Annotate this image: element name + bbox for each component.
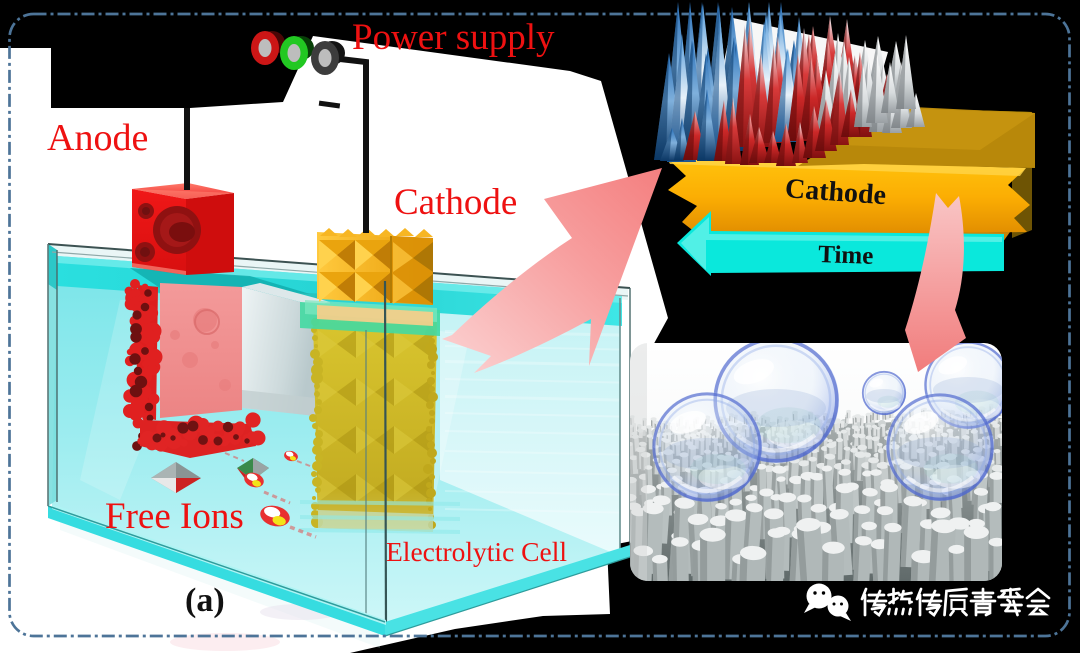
svg-text:(a): (a) bbox=[185, 582, 225, 619]
svg-text:Electrolytic Cell: Electrolytic Cell bbox=[386, 536, 567, 567]
svg-text:Anode: Anode bbox=[47, 117, 148, 159]
svg-text:Cathode: Cathode bbox=[784, 173, 887, 211]
svg-text:Time: Time bbox=[818, 241, 874, 270]
svg-text:Cathode: Cathode bbox=[394, 182, 517, 223]
svg-text:Free Ions: Free Ions bbox=[105, 496, 244, 537]
svg-text:Power supply: Power supply bbox=[352, 17, 555, 58]
